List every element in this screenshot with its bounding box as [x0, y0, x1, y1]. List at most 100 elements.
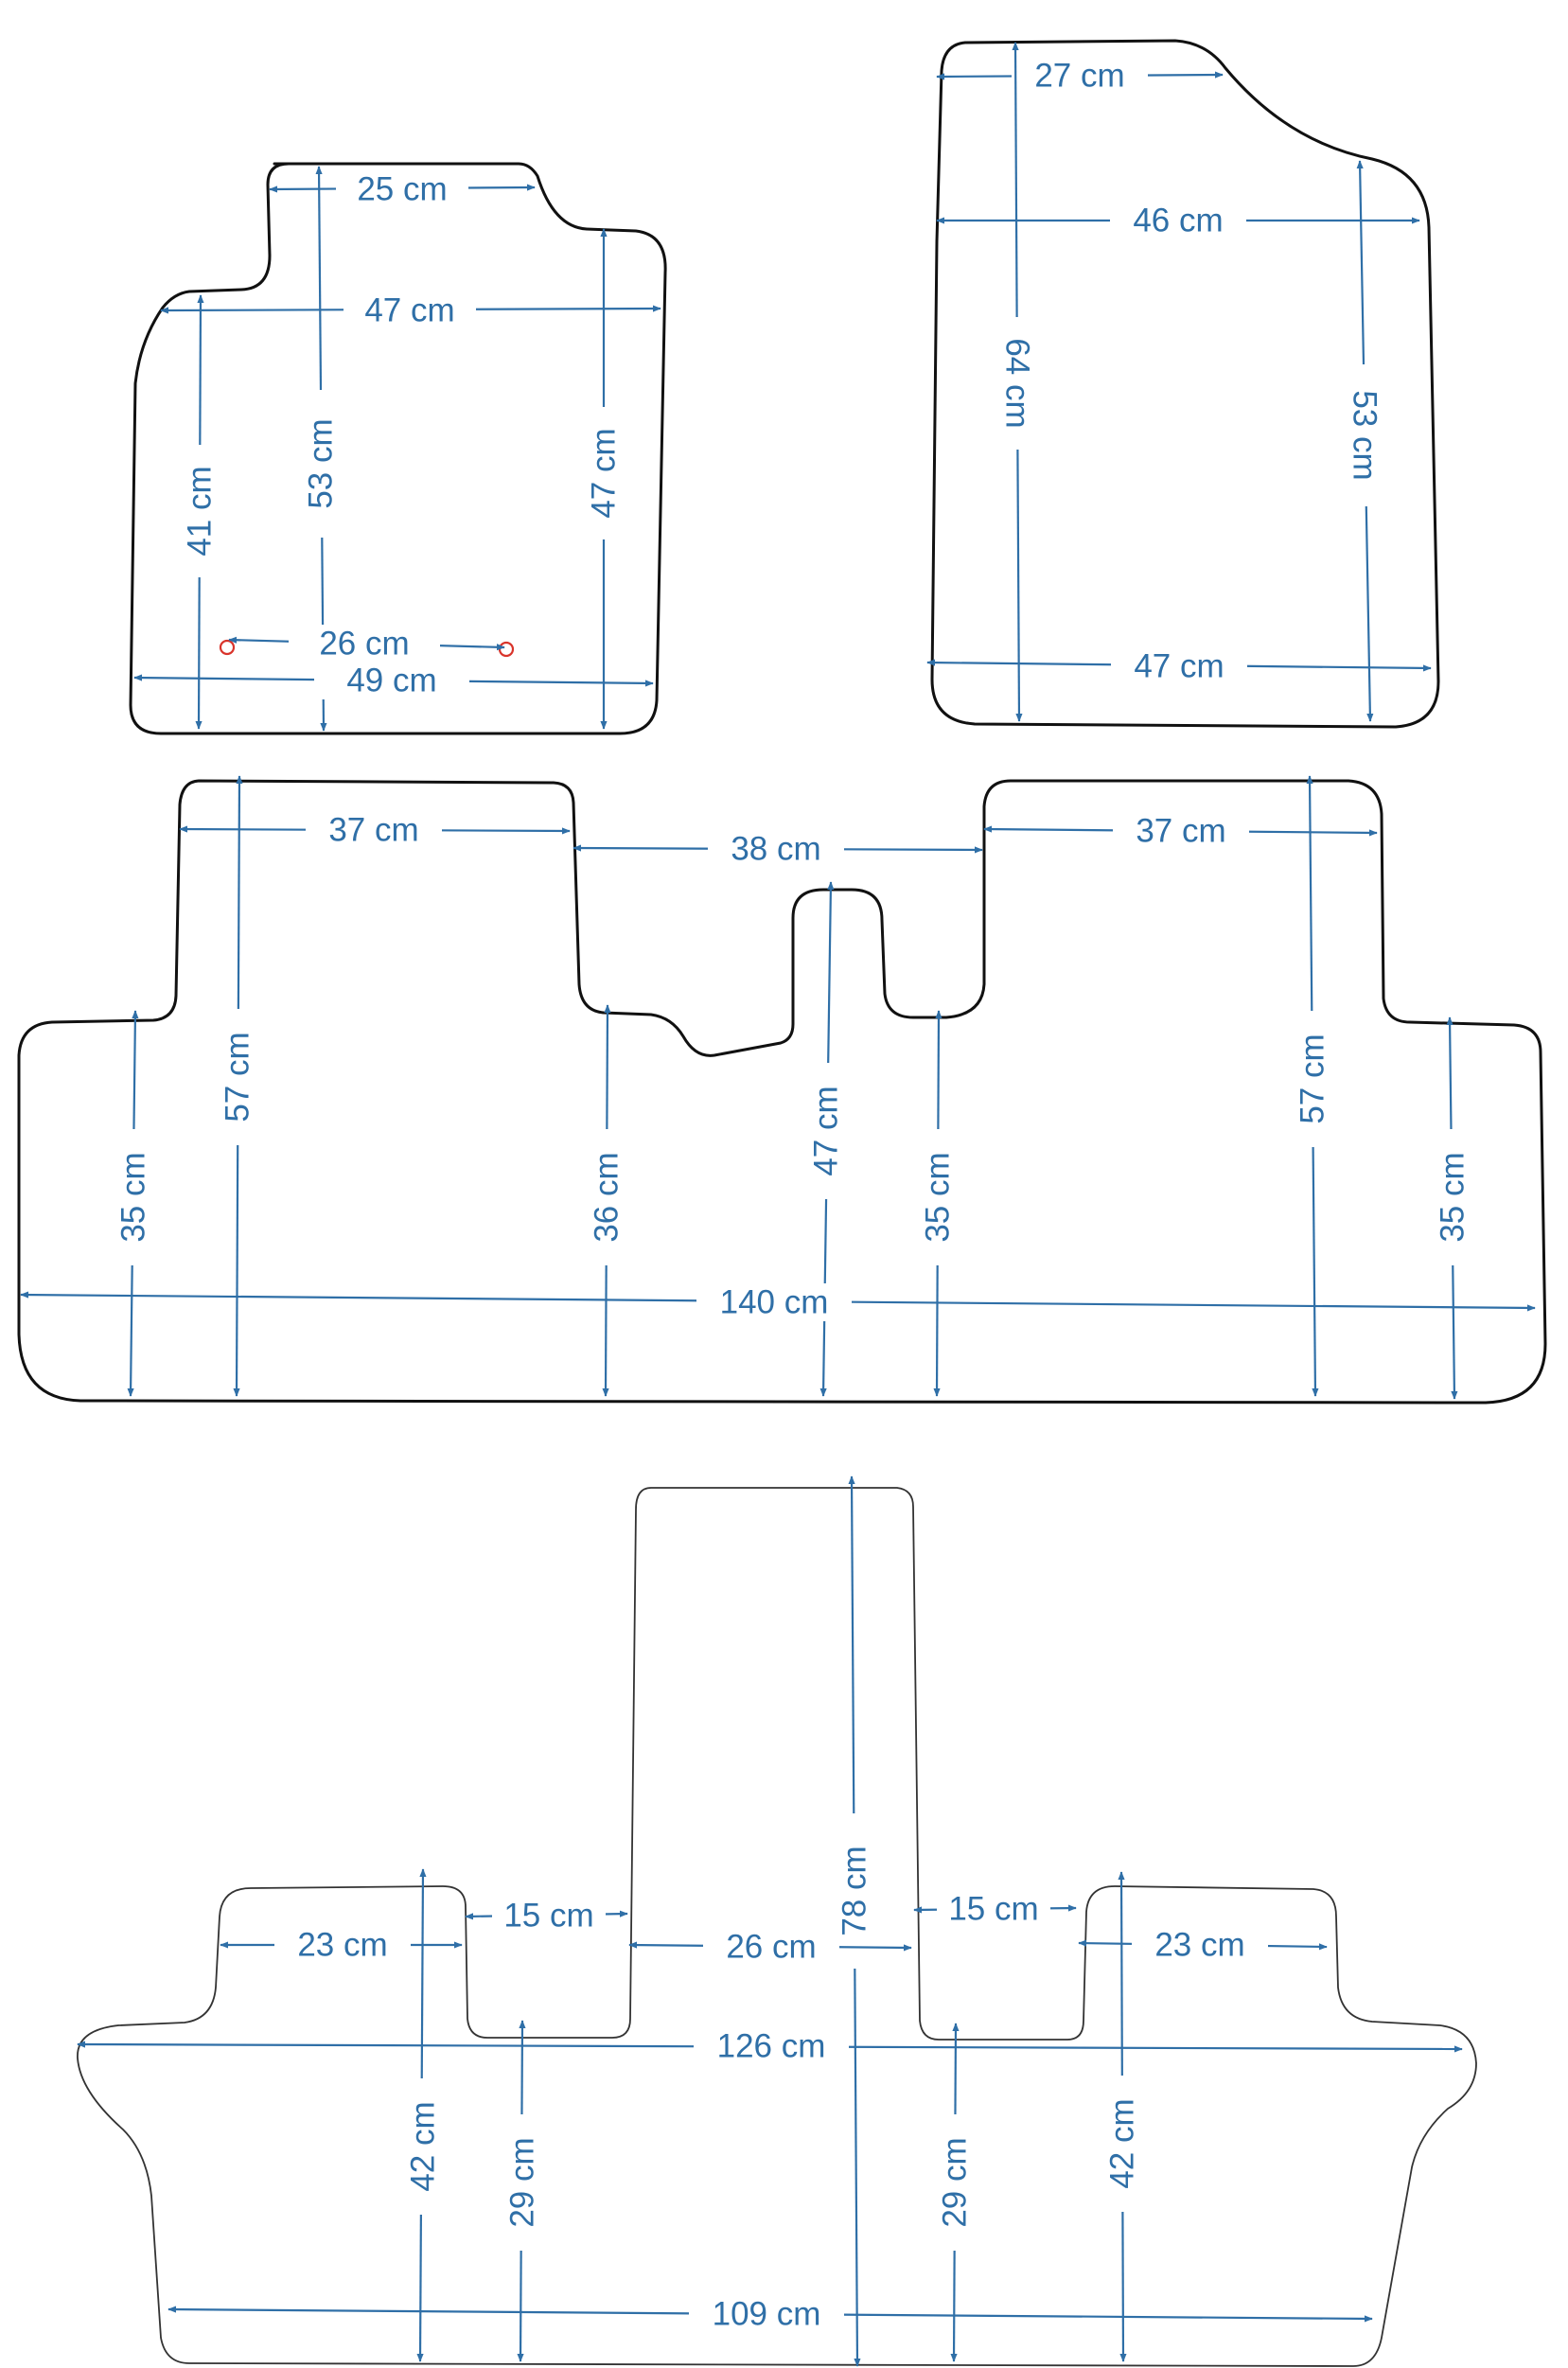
second-row-mat-outline — [17, 779, 1547, 1405]
dimension-15cm: 15 cm — [913, 1890, 1077, 1928]
dimension-label: 37 cm — [328, 812, 418, 849]
mount-hole-icon — [498, 641, 515, 658]
dimension-42cm: 42 cm — [1103, 1871, 1141, 2362]
dimension-label: 26 cm — [726, 1929, 816, 1966]
label-background — [1110, 202, 1246, 239]
dimension-label: 37 cm — [1136, 813, 1225, 850]
label-background — [219, 1009, 256, 1145]
dimension-label: 78 cm — [837, 1846, 873, 1935]
label-background — [314, 662, 469, 699]
label-background — [344, 292, 476, 329]
label-background — [708, 830, 844, 868]
dimension-label: 47 cm — [808, 1086, 845, 1175]
label-background — [274, 1926, 411, 1964]
dimension-label: 57 cm — [1295, 1034, 1331, 1123]
dimension-label: 27 cm — [1034, 58, 1124, 95]
label-background — [1113, 812, 1249, 850]
label-background — [807, 1063, 845, 1199]
dimension-25cm: 25 cm — [269, 170, 536, 208]
label-background — [585, 407, 623, 539]
dimension-label: 36 cm — [589, 1152, 625, 1242]
third-row-mat: 78 cm 15 cm 15 cm 23 cm 26 cm 23 cm 126 cm 42 c… — [77, 1476, 1477, 2367]
label-background — [588, 1129, 625, 1265]
dimension-37cm: 37 cm — [983, 812, 1378, 850]
dimension-49cm: 49 cm — [133, 662, 654, 699]
dimension-46cm: 46 cm — [936, 202, 1420, 239]
front-right-mat-outline — [930, 39, 1440, 729]
label-background — [1434, 1129, 1471, 1265]
label-background — [1103, 2076, 1141, 2212]
label-background — [1294, 1011, 1331, 1147]
dimension-26cm: 26 cm — [628, 1928, 912, 1966]
dimension-47cm: 47 cm — [926, 647, 1432, 685]
dimension-64cm: 64 cm — [998, 42, 1036, 722]
dimension-label: 35 cm — [920, 1152, 957, 1242]
label-background — [998, 317, 1036, 450]
dimension-label: 47 cm — [586, 428, 623, 518]
dimension-label: 42 cm — [405, 2101, 442, 2191]
label-background — [115, 1129, 152, 1265]
dimension-label: 46 cm — [1133, 203, 1223, 239]
label-background — [492, 1897, 606, 1935]
dimension-label: 109 cm — [713, 2296, 821, 2333]
dimension-label: 23 cm — [1154, 1927, 1244, 1964]
dimension-label: 23 cm — [297, 1927, 387, 1964]
label-background — [696, 1283, 852, 1321]
dimension-label: 47 cm — [1134, 648, 1224, 685]
front-right-mat: 27 cm 46 cm 64 cm 53 cm 47 cm — [926, 39, 1440, 729]
dimension-42cm: 42 cm — [404, 1868, 442, 2362]
dimension-label: 126 cm — [717, 2028, 826, 2065]
label-background — [306, 811, 442, 849]
dimension-35cm: 35 cm — [115, 1010, 152, 1397]
dimension-126cm: 126 cm — [77, 2027, 1463, 2065]
dimension-29cm: 29 cm — [936, 2023, 974, 2362]
dimension-78cm: 78 cm — [836, 1476, 873, 2367]
dimension-140cm: 140 cm — [20, 1283, 1536, 1321]
dimension-label: 53 cm — [1347, 390, 1383, 480]
dimension-36cm: 36 cm — [588, 1004, 625, 1397]
dimension-109cm: 109 cm — [167, 2295, 1373, 2333]
dimension-label: 15 cm — [503, 1898, 593, 1935]
dimension-label: 140 cm — [720, 1284, 829, 1321]
label-background — [1012, 57, 1148, 95]
dimension-label: 53 cm — [303, 418, 340, 508]
label-background — [503, 2114, 541, 2251]
dimension-23cm: 23 cm — [220, 1926, 463, 1964]
dimension-38cm: 38 cm — [573, 830, 983, 868]
label-background — [689, 2295, 844, 2333]
dimension-35cm: 35 cm — [919, 1010, 957, 1397]
label-background — [1132, 1926, 1268, 1964]
dimension-label: 57 cm — [220, 1032, 256, 1122]
dimension-label: 26 cm — [319, 626, 409, 663]
dimension-41cm: 41 cm — [181, 294, 219, 730]
label-background — [1346, 364, 1383, 506]
dimension-label: 15 cm — [948, 1891, 1038, 1928]
dimension-label: 35 cm — [1435, 1152, 1471, 1242]
dimension-label: 41 cm — [182, 466, 219, 556]
second-row-mat: 37 cm 38 cm 37 cm 57 cm 35 cm 36 cm 47 cm 35 cm… — [17, 775, 1547, 1405]
mount-hole-icon — [219, 639, 236, 656]
label-background — [336, 170, 468, 208]
dimension-37cm: 37 cm — [179, 811, 571, 849]
label-background — [703, 1928, 839, 1966]
dimension-26cm: 26 cm — [228, 625, 505, 663]
label-background — [937, 1890, 1050, 1928]
label-background — [919, 1129, 957, 1265]
label-background — [936, 2114, 974, 2251]
label-background — [404, 2078, 442, 2215]
label-background — [1111, 647, 1247, 685]
label-background — [302, 390, 340, 538]
label-background — [289, 625, 440, 663]
label-background — [181, 445, 219, 577]
dimension-label: 25 cm — [357, 171, 447, 208]
front-left-mat-outline — [129, 162, 667, 735]
dimension-57cm: 57 cm — [1294, 775, 1331, 1397]
dimension-23cm: 23 cm — [1078, 1926, 1328, 1964]
label-background — [694, 2027, 849, 2065]
label-background — [836, 1813, 873, 1969]
third-row-mat-outline — [77, 1487, 1477, 2367]
dimension-label: 42 cm — [1104, 2098, 1141, 2188]
dimension-27cm: 27 cm — [936, 57, 1224, 95]
dimension-label: 49 cm — [346, 663, 436, 699]
